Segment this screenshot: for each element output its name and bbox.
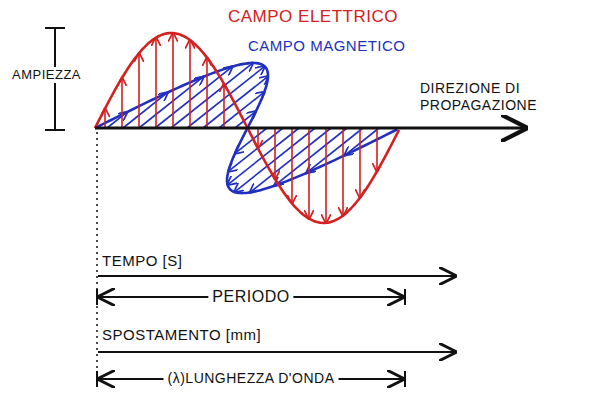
axis-label: SPOSTAMENTO [mm] [102, 326, 261, 344]
electric-vector [138, 53, 140, 128]
dimension-tick [404, 371, 406, 387]
origin-line [96, 132, 98, 388]
amplitude-cap [45, 27, 65, 29]
field-label: CAMPO MAGNETICO [248, 37, 406, 55]
electric-vector [359, 128, 361, 198]
axis-label: TEMPO [S] [102, 252, 182, 270]
time-arrow [98, 275, 455, 277]
electric-vector [121, 78, 123, 128]
dimension-tick [404, 289, 406, 305]
magnetic-vector [234, 128, 315, 192]
dimension-label: (λ)LUNGHEZZA D'ONDA [164, 370, 339, 387]
displacement-arrow [98, 351, 455, 353]
field-label: CAMPO ELETTRICO [228, 7, 398, 27]
electric-vector [291, 128, 293, 203]
dimension-tick [96, 371, 98, 387]
electric-vector [376, 128, 378, 171]
amplitude-cap [45, 129, 65, 131]
electric-vector [325, 128, 327, 223]
electric-vector [172, 33, 174, 128]
electric-vector [223, 84, 225, 128]
electric-vector [274, 128, 276, 179]
magnetic-vector [155, 67, 232, 128]
electric-vector [308, 128, 310, 219]
axis-label: DIREZIONE DI PROPAGAZIONE [420, 80, 570, 114]
magnetic-vector [274, 128, 347, 186]
dimension-label: PERIODO [208, 287, 293, 306]
electric-vector [206, 58, 208, 128]
dimension-label: AMPIEZZA [8, 67, 85, 83]
magnetic-vector [250, 128, 331, 192]
electric-vector [189, 40, 191, 128]
propagation-axis [95, 127, 525, 130]
electric-vector [155, 38, 157, 128]
electric-vector [342, 128, 344, 216]
dimension-tick [96, 289, 98, 305]
